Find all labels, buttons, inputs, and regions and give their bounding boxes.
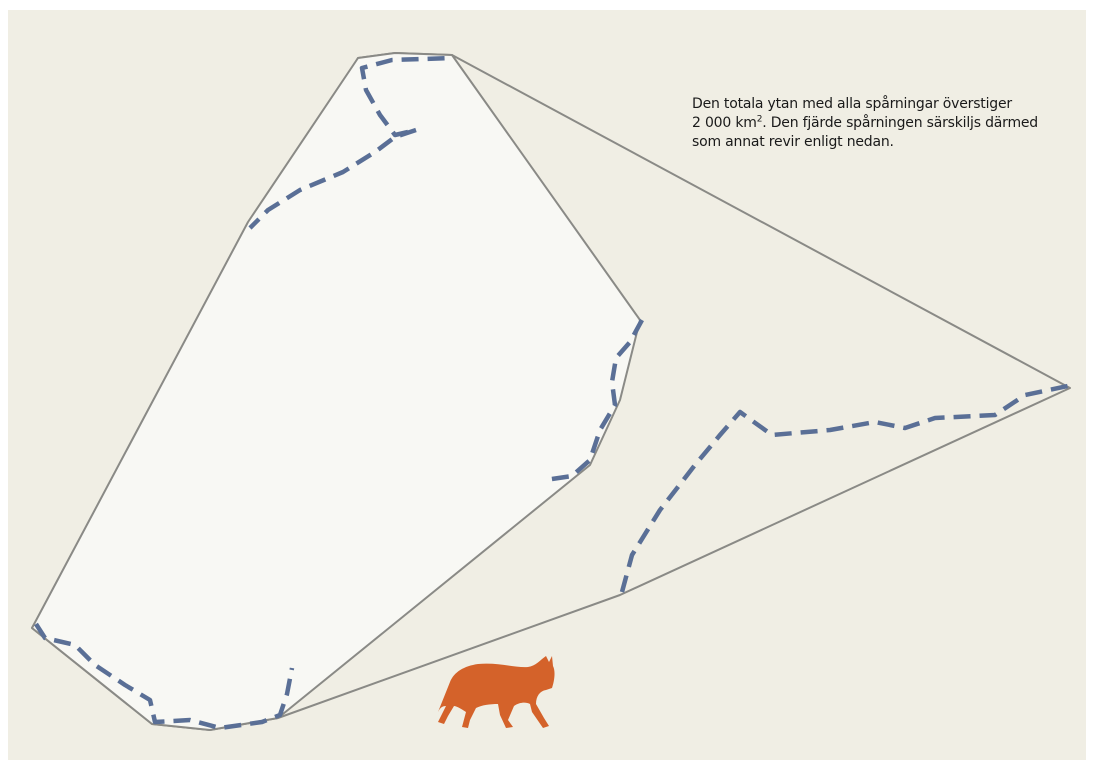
track-fourth — [619, 383, 1069, 593]
caption-line-3: som annat revir enligt nedan. — [692, 134, 894, 150]
caption-line-2-prefix: 2 000 km — [692, 115, 757, 131]
caption-line-2-suffix: . Den fjärde spårningen särskiljs därmed — [762, 115, 1038, 131]
territory-caption: Den totala ytan med alla spårningar över… — [692, 95, 1082, 152]
tracking-paths — [34, 55, 1069, 731]
caption-line-1: Den totala ytan med alla spårningar över… — [692, 96, 1012, 112]
track-top — [248, 127, 417, 230]
caption-superscript: 2 — [756, 114, 763, 125]
caption-line-2: 2 000 km2. Den fjärde spårningen särskil… — [692, 114, 1082, 133]
wolf-icon — [438, 656, 555, 728]
inner-territory-polygon — [31, 52, 641, 731]
track-right-edge — [544, 318, 644, 483]
track-bottom-left — [34, 622, 295, 731]
track-top-hook — [359, 55, 453, 138]
